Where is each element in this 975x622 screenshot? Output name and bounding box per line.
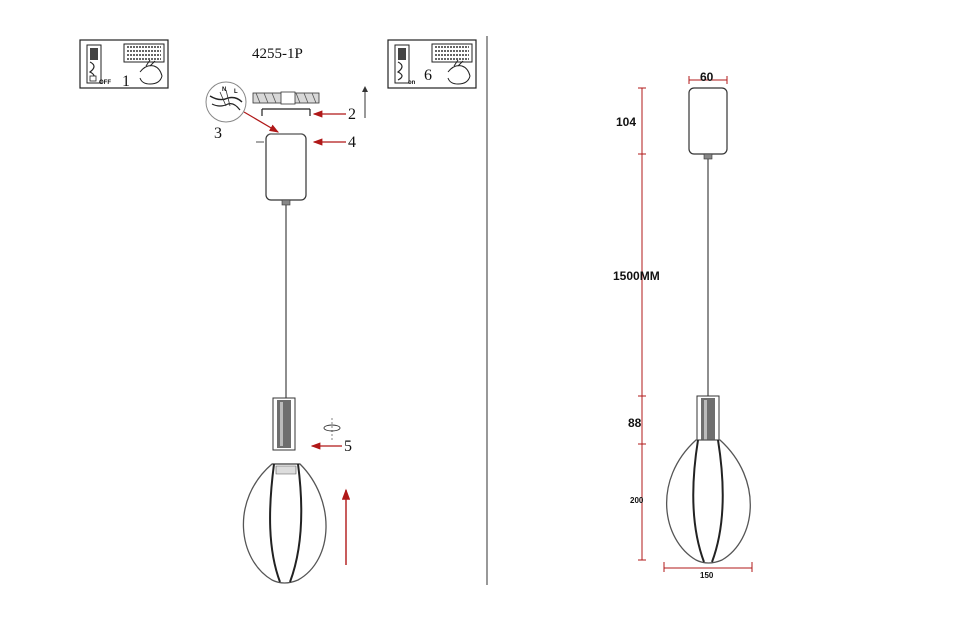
- step-3-arrow: [243, 111, 280, 133]
- step-4-number: 4: [348, 134, 356, 151]
- cable-length-label: 1500MM: [613, 269, 660, 283]
- step-1-power-off-panel: OFF 1: [79, 39, 169, 90]
- wall-switch-on-icon: [394, 44, 410, 84]
- breaker-box-hand-on-icon: [431, 43, 473, 85]
- canopy-height-label: 104: [616, 115, 636, 129]
- holder-height-label: 88: [628, 416, 642, 430]
- step-6-power-on-panel: on 6: [387, 39, 477, 89]
- wire-label-neutral: N: [222, 87, 226, 93]
- shade-width-label: 150: [700, 571, 714, 580]
- dimension-shade: [665, 439, 751, 564]
- step-5-number: 5: [344, 438, 352, 455]
- wiring-detail-circle: N L: [205, 81, 247, 123]
- shade-width-dimension: [663, 562, 753, 572]
- lamp-holder: [272, 397, 296, 451]
- dimension-holder: [696, 395, 720, 445]
- breaker-box-hand-icon: [123, 43, 165, 85]
- wall-switch-off-icon: [86, 44, 102, 84]
- dimension-canopy: [688, 87, 728, 160]
- rotate-icon: [323, 418, 341, 440]
- canopy-assembly: [256, 133, 307, 206]
- off-label: OFF: [99, 80, 111, 86]
- model-number: 4255-1P: [252, 46, 303, 62]
- lift-direction-arrowhead: [362, 86, 368, 92]
- canopy-width-label: 60: [700, 70, 714, 84]
- glass-shade-left: [242, 463, 327, 584]
- wire-label-live: L: [234, 89, 238, 95]
- vertical-dimension-chain: [638, 87, 646, 561]
- canopy-width-dimension: [688, 76, 728, 84]
- on-label: on: [408, 80, 416, 86]
- step-6-number: 6: [424, 67, 432, 84]
- shade-height-label: 200: [630, 496, 644, 505]
- step-1-number: 1: [122, 73, 130, 90]
- step-2-number: 2: [348, 106, 356, 123]
- step-3-number: 3: [214, 125, 222, 142]
- mounting-bracket: [252, 91, 320, 116]
